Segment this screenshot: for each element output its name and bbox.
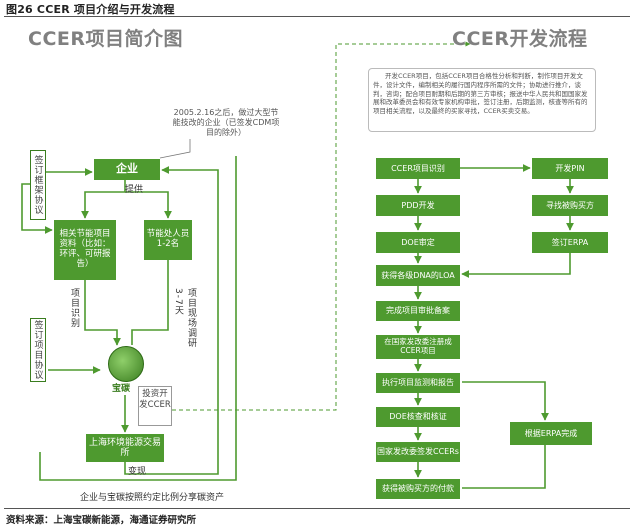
provide-label: 提供 — [125, 185, 144, 195]
investment-box: 投资开发CCER — [138, 386, 172, 426]
bottom-rule — [4, 508, 630, 509]
qualification-note: 2005.2.16之后，做过大型节能技改的企业（已签发CDM项目的除外） — [172, 108, 280, 137]
step-6: 在国家发改委注册成CCER项目 — [376, 335, 460, 359]
step-1: CCER项目识别 — [376, 158, 460, 179]
side-step-erpa: 签订ERPA — [532, 232, 608, 253]
step-3: DOE审定 — [376, 232, 460, 253]
side-step-buyer: 寻找被购买方 — [532, 195, 608, 216]
step-8: DOE核查和核证 — [376, 407, 460, 427]
step-10: 获得被购买方的付款 — [376, 479, 460, 499]
process-description: 开发CCER项目，包括CCER项目合格性分析和判断，制作项目开发文件，设计文件，… — [368, 68, 596, 132]
step-9: 国家发改委签发CCERs — [376, 442, 460, 462]
globe-icon — [108, 346, 144, 382]
left-panel-title: CCER项目简介图 — [28, 28, 183, 50]
project-materials-box: 相关节能项目资料（比如：环评、可研报告） — [54, 220, 116, 280]
side-step-pin: 开发PIN — [532, 158, 608, 179]
sign-framework-box: 签订框架协议 — [30, 150, 46, 220]
share-label: 企业与宝碳按照约定比例分享碳资产 — [80, 493, 225, 503]
erpa-complete-box: 根据ERPA完成 — [510, 422, 592, 445]
enterprise-box: 企业 — [94, 159, 160, 180]
energy-personnel-box: 节能处人员1-2名 — [144, 220, 192, 260]
step-7: 执行项目监测和报告 — [376, 373, 460, 393]
step-4: 获得各级DNA的LOA — [376, 265, 460, 286]
research-label: 项目现场调研3-7天 — [173, 288, 196, 348]
exchange-box: 上海环境能源交易所 — [86, 434, 164, 462]
step-5: 完成项目审批备案 — [376, 301, 460, 321]
identify-label: 项目识别 — [69, 288, 79, 328]
right-panel-title: CCER开发流程 — [452, 28, 588, 50]
top-rule — [4, 16, 630, 17]
cash-label: 变现 — [128, 467, 147, 477]
logo-text: 宝碳 — [112, 384, 131, 394]
source-note: 资料来源：上海宝碳新能源，海通证券研究所 — [6, 515, 197, 526]
step-2: PDD开发 — [376, 195, 460, 216]
figure-title: 图26 CCER 项目介绍与开发流程 — [6, 3, 175, 16]
sign-project-box: 签订项目协议 — [30, 318, 46, 382]
